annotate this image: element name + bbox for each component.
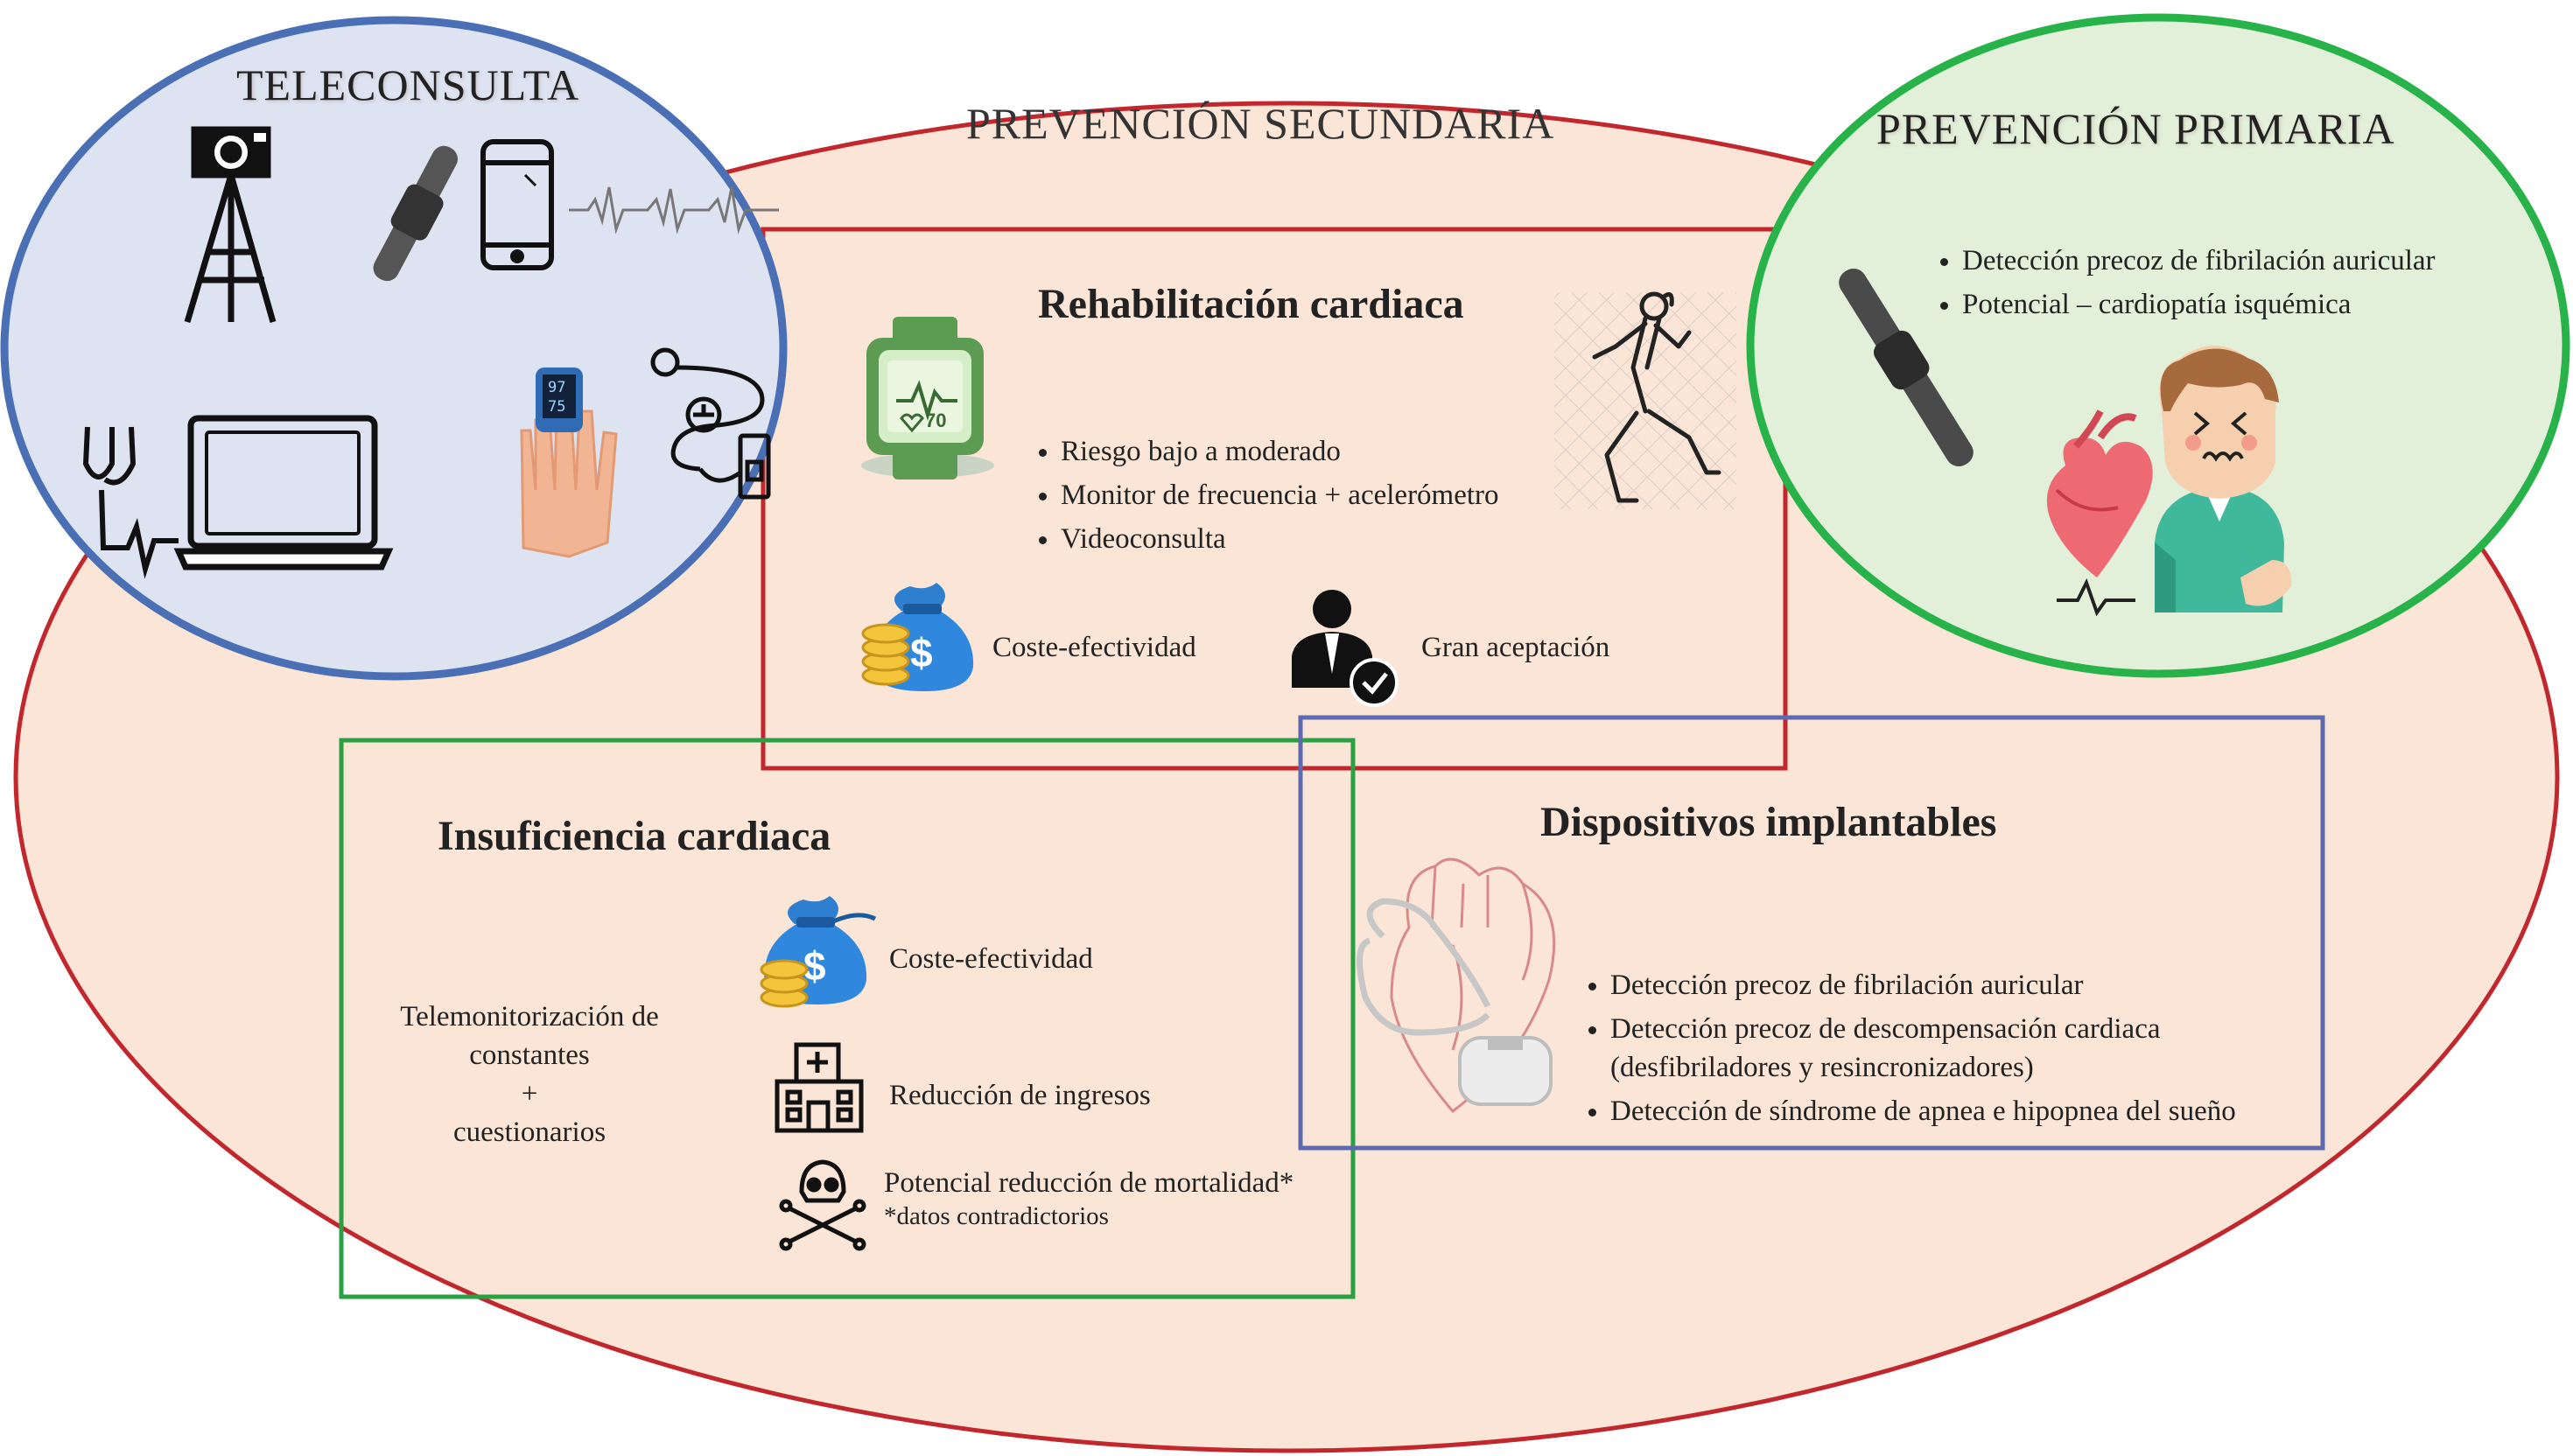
telemonitor-line: constantes: [469, 1040, 590, 1071]
hospital-icon: [775, 1042, 864, 1133]
money-bag-icon: $: [861, 583, 974, 691]
telemonitor-line: cuestionarios: [452, 1116, 606, 1148]
rehab-cost-label: Coste-efectividad: [992, 632, 1196, 663]
smartphone-icon: [480, 139, 554, 270]
secondary-prevention-title: PREVENCIÓN SECUNDARIA: [966, 99, 1555, 148]
telemonitor-line: +: [521, 1078, 538, 1110]
hf-mortality-label: Potencial reducción de mortalidad*: [884, 1167, 1294, 1199]
primary-prevention-list: Detección precoz de fibrilación auricula…: [1917, 242, 2436, 329]
ecg-line-icon: [569, 186, 779, 234]
primary-prevention-title: PREVENCIÓN PRIMARIA: [1876, 104, 2395, 153]
list-item-continuation: (desfibriladores y resincronizadores): [1610, 1052, 2034, 1083]
laptop-icon: [173, 415, 394, 570]
oximeter-spo2: 97: [548, 379, 565, 396]
pacemaker-heart-icon: [1357, 858, 1556, 1114]
runner-icon: [1554, 291, 1736, 509]
oximeter-pulse: 75: [548, 398, 565, 416]
fitness-tracker-icon: 70: [861, 317, 994, 480]
list-item: Detección precoz de fibrilación auricula…: [1962, 242, 2436, 280]
telemonitor-line: Telemonitorización de: [400, 1001, 659, 1032]
devices-list: Detección precoz de fibrilación auricula…: [1565, 966, 2236, 1136]
hf-mortality-note: *datos contradictorios: [884, 1202, 1109, 1230]
heart-failure-box: [339, 738, 1356, 1299]
rehab-acceptance-label: Gran aceptación: [1421, 632, 1610, 663]
rehab-title: Rehabilitación cardiaca: [1038, 281, 1464, 327]
list-item: Riesgo bajo a moderado: [1061, 432, 1499, 471]
skull-crossbones-icon: [779, 1159, 866, 1251]
stethoscope-icon: [82, 426, 179, 579]
teleconsulta-title: TELECONSULTA: [236, 60, 580, 109]
list-item: Detección de síndrome de apnea e hipopne…: [1610, 1092, 2236, 1130]
list-item: Monitor de frecuencia + acelerómetro: [1061, 476, 1499, 514]
heart-failure-title: Insuficiencia cardiaca: [438, 813, 831, 859]
primary-prevention-ellipse: [1746, 13, 2570, 678]
primary-smartwatch-icon: [1839, 268, 1974, 467]
devices-box: [1298, 715, 2325, 1151]
list-item: Potencial – cardiopatía isquémica: [1962, 285, 2436, 324]
camera-tripod-icon: [184, 126, 277, 323]
smartwatch-icon: [373, 145, 458, 282]
devices-title: Dispositivos implantables: [1540, 799, 1997, 845]
chest-pain-person-icon: [2046, 346, 2292, 617]
blood-pressure-monitor-icon: [650, 347, 771, 500]
pulse-oximeter-icon: 97 75: [520, 368, 618, 558]
list-item: Videoconsulta: [1061, 520, 1499, 558]
hf-money-bag-icon: $: [760, 896, 877, 1008]
hf-cost-label: Coste-efectividad: [889, 943, 1093, 975]
list-item: Detección precoz de descompensación card…: [1610, 1010, 2236, 1048]
tracker-bpm: 70: [925, 410, 946, 431]
rehab-list: Riesgo bajo a moderado Monitor de frecue…: [1015, 432, 1499, 564]
list-item: Detección precoz de fibrilación auricula…: [1610, 966, 2236, 1004]
svg-text:$: $: [910, 630, 933, 676]
hf-admissions-label: Reducción de ingresos: [889, 1080, 1151, 1111]
telemonitor-text: Telemonitorización de constantes + cuest…: [368, 998, 691, 1152]
approved-user-icon: [1292, 590, 1399, 707]
